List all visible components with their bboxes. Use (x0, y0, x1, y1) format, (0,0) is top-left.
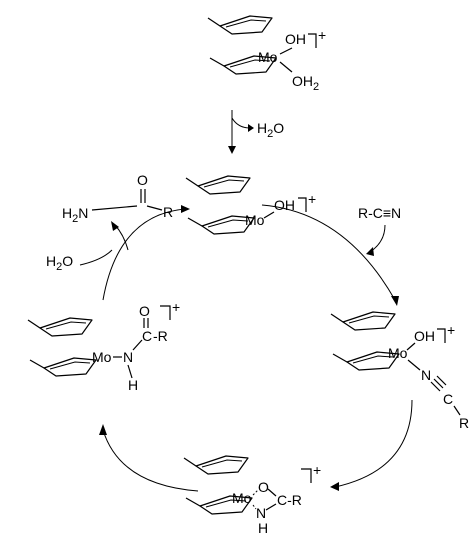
complex-hydroxo: Mo OH + (186, 176, 316, 234)
amide-h2n: H2N (62, 205, 88, 225)
mo-atom-top: Mo (258, 49, 278, 65)
amidate-c: C (142, 328, 152, 344)
chelate-h: H (258, 520, 268, 536)
charge-top: + (318, 27, 326, 43)
h2o-reagent: H2O (46, 253, 73, 273)
nitrile-r: R (459, 415, 469, 431)
complex-chelate: Mo O N H C-R C + (184, 456, 321, 536)
amide-r: R (163, 204, 173, 220)
complex-aqua-hydroxo: Mo OH OH2 + (208, 16, 326, 93)
cp-rings-hydroxo (186, 176, 254, 234)
cycle-arrows (79, 204, 413, 492)
cp-rings-nitrile (331, 312, 399, 370)
oh2-top: OH2 (292, 73, 319, 93)
water-loss-arrow: H2O (228, 110, 284, 154)
oh-hydroxo: OH (274, 197, 295, 213)
charge-nitrile: + (447, 322, 455, 338)
mo-atom-amidate: Mo (92, 349, 112, 365)
amidate-h: H (128, 377, 138, 393)
h2o-released: H2O (257, 120, 284, 140)
charge-chelate: + (313, 462, 321, 478)
oh-top: OH (285, 31, 306, 47)
complex-nitrile: Mo OH + N C R (331, 312, 469, 431)
charge-hydroxo: + (308, 191, 316, 207)
chelate-o: O (258, 479, 269, 495)
chelate-c-r: C-R (277, 492, 302, 508)
charge-amidate: + (172, 299, 180, 315)
nitrile-n: N (421, 367, 431, 383)
chelate-n: N (256, 505, 266, 521)
mo-atom-chelate: Mo (232, 490, 252, 506)
cp-rings-top (208, 16, 276, 74)
nitrile-c: C (443, 391, 453, 407)
amide-product: O H2N R (62, 172, 173, 225)
amidate-r: -R (153, 328, 168, 344)
complex-amidate: Mo N H C O -R + (28, 299, 180, 393)
amidate-n: N (123, 349, 133, 365)
amide-o: O (137, 172, 148, 188)
amidate-o: O (139, 303, 150, 319)
oh-nitrile: OH (414, 328, 435, 344)
mo-atom-hydroxo: Mo (245, 212, 265, 228)
mo-atom-nitrile: Mo (388, 345, 408, 361)
cp-rings-amidate (28, 318, 96, 376)
nitrile-reagent: R-C≡N (358, 205, 401, 221)
